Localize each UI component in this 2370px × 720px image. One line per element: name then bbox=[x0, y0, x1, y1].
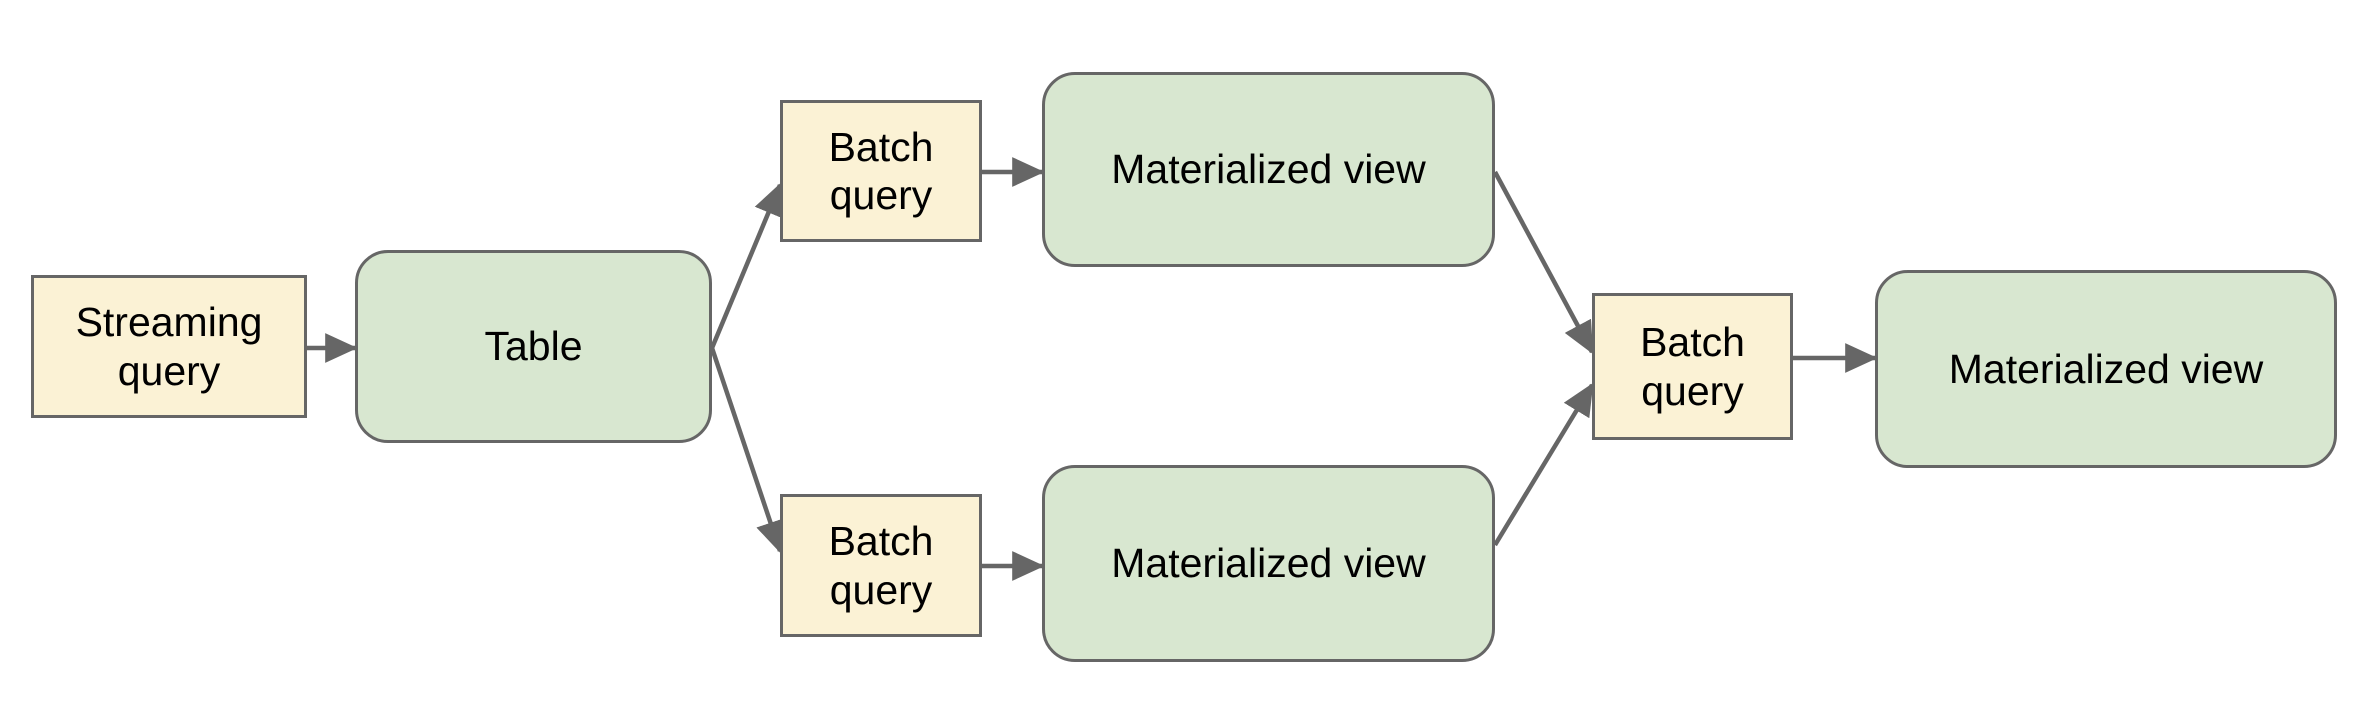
edge-table-to-batch-query-bottom bbox=[709, 347, 785, 554]
node-streaming-query[interactable]: Streaming query bbox=[31, 275, 307, 418]
node-streaming-query-label: Streaming query bbox=[75, 299, 263, 394]
edge-table-to-batch-query-top bbox=[709, 182, 783, 349]
node-table[interactable]: Table bbox=[355, 250, 712, 443]
node-batch-query-bottom[interactable]: Batch query bbox=[780, 494, 982, 637]
node-materialized-view-right-label: Materialized view bbox=[1948, 345, 2264, 392]
edge-materialized-view-bottom-to-batch-query-right bbox=[1493, 382, 1594, 547]
node-batch-query-right[interactable]: Batch query bbox=[1592, 293, 1793, 440]
node-materialized-view-bottom-label: Materialized view bbox=[1111, 540, 1426, 587]
node-batch-query-bottom-label: Batch query bbox=[828, 518, 934, 613]
node-batch-query-right-label: Batch query bbox=[1640, 319, 1745, 414]
node-table-label: Table bbox=[484, 323, 583, 370]
node-materialized-view-top[interactable]: Materialized view bbox=[1042, 72, 1495, 267]
node-materialized-view-bottom[interactable]: Materialized view bbox=[1042, 465, 1495, 662]
node-materialized-view-top-label: Materialized view bbox=[1111, 146, 1426, 193]
node-batch-query-top-label: Batch query bbox=[828, 123, 934, 218]
node-materialized-view-right[interactable]: Materialized view bbox=[1875, 270, 2337, 468]
node-batch-query-top[interactable]: Batch query bbox=[780, 100, 982, 242]
edge-materialized-view-top-to-batch-query-right bbox=[1493, 170, 1594, 355]
